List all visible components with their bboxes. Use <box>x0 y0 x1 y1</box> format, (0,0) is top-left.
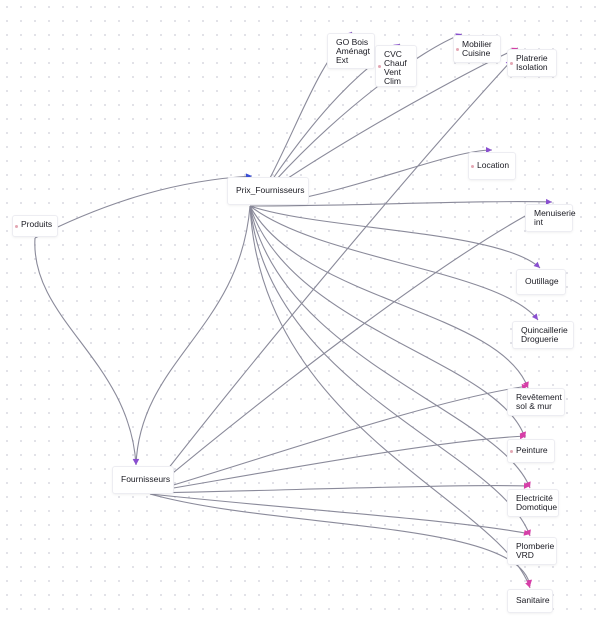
node-fournisseurs[interactable]: Fournisseurs <box>113 467 173 493</box>
edge-produits-fournisseurs <box>34 237 137 466</box>
node-cvc[interactable]: CVC Chauf Vent Clim <box>376 46 416 86</box>
node-dot <box>510 61 513 65</box>
arrowhead-icon <box>519 433 526 440</box>
edge-fournisseurs-peinture <box>149 435 527 493</box>
arrowhead-icon <box>523 482 530 489</box>
node-go-bois[interactable]: GO Bois Aménagt Ext <box>328 34 374 68</box>
node-electricite[interactable]: Electricité Domotique <box>508 490 558 516</box>
node-label: Menuiserie int <box>534 208 576 227</box>
node-peinture[interactable]: Peinture <box>508 440 554 462</box>
arrowhead-icon <box>526 579 533 586</box>
edge-prix-menuiserie <box>249 201 553 207</box>
edge-prix-mobilier <box>273 33 463 183</box>
node-label: Outillage <box>525 276 559 286</box>
arrowhead-icon <box>521 383 528 390</box>
edge-fournisseurs-revetement <box>149 385 529 493</box>
node-label: Location <box>477 160 510 170</box>
node-label: Plomberie VRD <box>516 541 555 560</box>
node-platrerie[interactable]: Platrerie Isolation <box>508 50 556 76</box>
node-dot <box>378 64 381 68</box>
edge-fournisseurs-menuiserie <box>149 207 541 493</box>
edge-prix-revetement <box>249 205 529 389</box>
node-location[interactable]: Location <box>469 153 515 179</box>
node-revetement[interactable]: Revêtement sol & mur <box>508 389 564 415</box>
node-label: Produits <box>21 219 53 229</box>
edge-prix-sanitaire <box>249 205 531 589</box>
edge-prix-peinture <box>249 205 526 439</box>
node-plomberie[interactable]: Plomberie VRD <box>508 538 556 564</box>
edge-produits-prix <box>34 175 253 239</box>
node-dot <box>15 224 18 228</box>
node-quincaillerie[interactable]: Quincaillerie Droguerie <box>513 322 573 348</box>
arrowhead-icon <box>245 173 252 180</box>
node-menuiserie[interactable]: Menuiserie int <box>526 205 576 231</box>
arrowhead-icon <box>523 529 530 536</box>
node-dot <box>510 449 513 453</box>
node-outillage[interactable]: Outillage <box>517 270 565 294</box>
node-label: Fournisseurs <box>121 474 171 484</box>
node-label: Quincaillerie Droguerie <box>521 325 568 344</box>
node-sanitaire[interactable]: Sanitaire <box>508 590 552 612</box>
node-label: Electricité Domotique <box>516 493 558 512</box>
arrowhead-icon <box>133 458 140 465</box>
edge-prix-outillage <box>249 205 541 269</box>
edge-prix-electricite <box>249 205 531 489</box>
node-label: Peinture <box>516 445 548 455</box>
node-label: CVC Chauf Vent Clim <box>384 49 407 86</box>
node-dot <box>471 164 474 168</box>
node-label: Sanitaire <box>516 595 550 605</box>
edge-fournisseurs-platrerie <box>149 59 513 493</box>
arrowhead-icon <box>531 313 538 320</box>
node-label: Prix_Fournisseurs <box>236 185 305 195</box>
edge-prix-quincaillerie <box>249 205 539 321</box>
node-mobilier[interactable]: Mobilier Cuisine <box>454 36 500 62</box>
edge-prix-plomberie <box>249 205 531 537</box>
arrowhead-icon <box>545 198 552 205</box>
arrowhead-icon <box>486 147 492 153</box>
node-label: Platrerie Isolation <box>516 53 548 72</box>
node-dot <box>456 47 459 51</box>
edge-fournisseurs-sanitaire <box>149 493 531 587</box>
node-label: Mobilier Cuisine <box>462 39 492 58</box>
node-label: Revêtement sol & mur <box>516 392 562 411</box>
edge-fournisseurs-plomberie <box>149 493 531 535</box>
arrowhead-icon <box>533 261 540 268</box>
node-label: GO Bois Aménagt Ext <box>336 37 371 65</box>
edge-fournisseurs-electricite <box>149 485 531 494</box>
node-produits[interactable]: Produits <box>13 216 57 236</box>
node-prix-fournisseurs[interactable]: Prix_Fournisseurs <box>228 178 308 204</box>
edge-prix-fournisseurs <box>135 205 251 466</box>
